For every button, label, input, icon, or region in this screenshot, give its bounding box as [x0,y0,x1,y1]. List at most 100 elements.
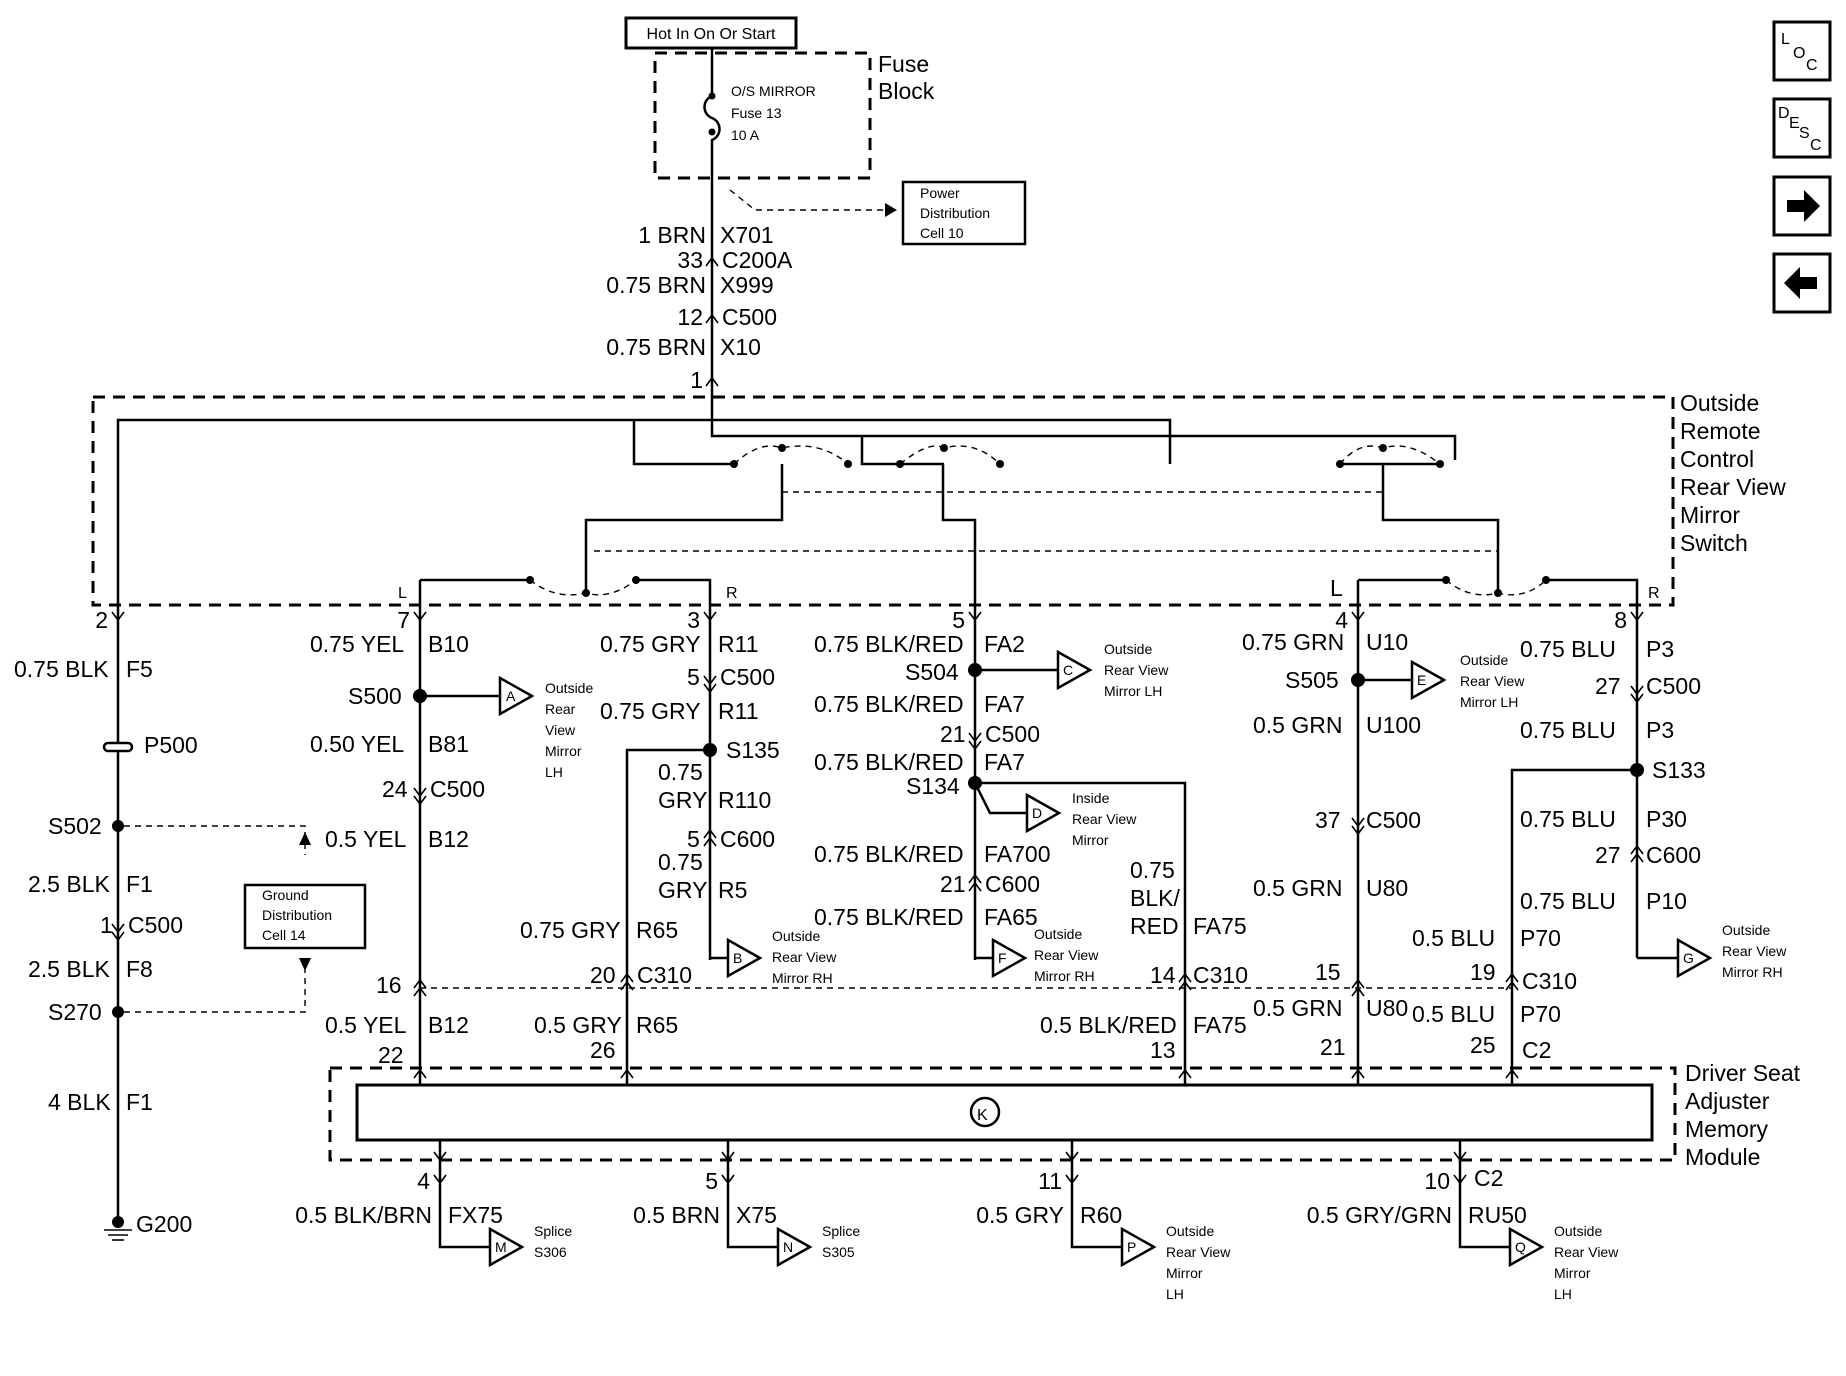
svg-text:0.50 YEL: 0.50 YEL [310,731,404,757]
power-distribution-ref[interactable] [901,180,1027,246]
svg-text:Mirror LH: Mirror LH [1104,683,1162,699]
s270-dot [112,1006,124,1018]
output-circuit: R60 [1080,1202,1122,1228]
ref-p-connector[interactable] [1120,1226,1157,1268]
ref-n-connector[interactable] [776,1226,813,1268]
svg-text:C2: C2 [1522,1037,1551,1063]
svg-text:15: 15 [1315,959,1341,985]
output-ref-text: Rear View [1554,1244,1619,1260]
ref-b-connector[interactable]: B [726,937,763,979]
svg-text:P30: P30 [1646,806,1687,832]
svg-text:Rear View: Rear View [772,949,837,965]
fuse-name: O/S MIRROR [731,83,816,99]
fuse-symbol [703,48,721,178]
mirror-switch-box [91,395,1675,607]
output-wire [726,1140,778,1249]
ref-m-connector[interactable] [488,1226,525,1268]
svg-text:C: C [1806,57,1818,74]
svg-text:0.75 GRY: 0.75 GRY [520,917,621,943]
splice-s133: S133 [1652,757,1706,783]
output-pin: 5 [705,1168,718,1194]
loc-button[interactable]: L O C [1772,20,1832,82]
svg-text:0.75 BLU: 0.75 BLU [1520,806,1616,832]
svg-text:13: 13 [1150,1037,1176,1063]
output-ref-text: S306 [534,1244,567,1260]
output-circuit: FX75 [448,1202,503,1228]
svg-text:0.75 BLK/RED: 0.75 BLK/RED [814,904,964,930]
output-wire-label: 0.5 BLK/BRN [295,1202,432,1228]
svg-text:GRY: GRY [658,787,707,813]
desc-button[interactable]: D E S C [1772,97,1832,159]
svg-text:LH: LH [545,764,563,780]
svg-text:2.5 BLK: 2.5 BLK [28,871,110,897]
ref-f-connector[interactable]: F [991,937,1028,979]
svg-text:Mirror RH: Mirror RH [1034,968,1095,984]
ref-c-connector[interactable]: C [1056,649,1093,691]
switch-pin-8: 8 [1614,607,1627,633]
svg-text:S: S [1799,125,1810,142]
ref-g-connector[interactable]: G [1676,937,1713,979]
svg-text:B: B [733,950,742,966]
svg-text:C600: C600 [1646,842,1701,868]
svg-text:1: 1 [100,912,113,938]
output-ref-text: Outside [1166,1223,1214,1239]
output-ref-text: S305 [822,1244,855,1260]
svg-text:FA75: FA75 [1193,1012,1247,1038]
svg-text:1: 1 [690,367,703,393]
ground-g200: G200 [136,1211,192,1237]
output-pin: 4 [417,1168,430,1194]
prev-page-button[interactable] [1772,252,1832,314]
svg-text:Outside: Outside [1460,652,1508,668]
svg-text:0.75 BLK/RED: 0.75 BLK/RED [814,691,964,717]
output-wire [1458,1140,1510,1249]
svg-text:RED: RED [1130,913,1179,939]
svg-text:Power: Power [920,185,960,201]
svg-text:L: L [398,585,407,602]
ref-a-connector[interactable]: A [498,675,535,717]
svg-text:5: 5 [687,664,700,690]
svg-text:C500: C500 [985,721,1040,747]
svg-text:E: E [1417,672,1426,688]
svg-text:Outside: Outside [1034,926,1082,942]
ref-d-connector[interactable]: D [1025,792,1062,834]
svg-text:0.75 YEL: 0.75 YEL [310,631,404,657]
output-ref-text: Splice [822,1223,860,1239]
output-ref-text: Splice [534,1223,572,1239]
svg-text:C500: C500 [1646,673,1701,699]
svg-text:X10: X10 [720,334,761,360]
svg-text:B12: B12 [428,1012,469,1038]
svg-text:GRY: GRY [658,877,707,903]
splice-s134: S134 [906,773,960,799]
svg-text:BLK/: BLK/ [1130,885,1180,911]
ref-e-connector[interactable]: E [1410,659,1447,701]
ref-q-connector[interactable] [1508,1226,1545,1268]
ground-distribution-ref[interactable] [243,883,367,950]
svg-text:26: 26 [590,1037,616,1063]
svg-text:C600: C600 [985,871,1040,897]
svg-text:0.5 GRN: 0.5 GRN [1253,712,1342,738]
svg-text:U80: U80 [1366,875,1408,901]
connector-p500: P500 [144,732,198,758]
svg-text:21: 21 [940,721,966,747]
svg-text:0.5 BLU: 0.5 BLU [1412,1001,1495,1027]
svg-text:Rear View: Rear View [1034,947,1099,963]
svg-text:16: 16 [376,972,402,998]
svg-text:Adjuster: Adjuster [1685,1088,1770,1114]
svg-text:0.75 GRY: 0.75 GRY [600,698,701,724]
output-wire-label: 0.5 GRY/GRN [1307,1202,1452,1228]
svg-text:Ground: Ground [262,887,309,903]
svg-text:C500: C500 [722,304,777,330]
p500-symbol [102,741,134,753]
svg-text:C500: C500 [1366,807,1421,833]
svg-text:G: G [1683,950,1694,966]
switch-pin-7: 7 [397,607,410,633]
svg-text:L: L [1781,31,1790,48]
svg-text:A: A [506,688,516,704]
svg-text:0.5 GRN: 0.5 GRN [1253,995,1342,1021]
splice-s135: S135 [726,737,780,763]
output-circuit: RU50 [1468,1202,1527,1228]
ref-letter: N [783,1239,793,1255]
svg-text:2.5 BLK: 2.5 BLK [28,956,110,982]
svg-text:P10: P10 [1646,888,1687,914]
next-page-button[interactable] [1772,175,1832,237]
